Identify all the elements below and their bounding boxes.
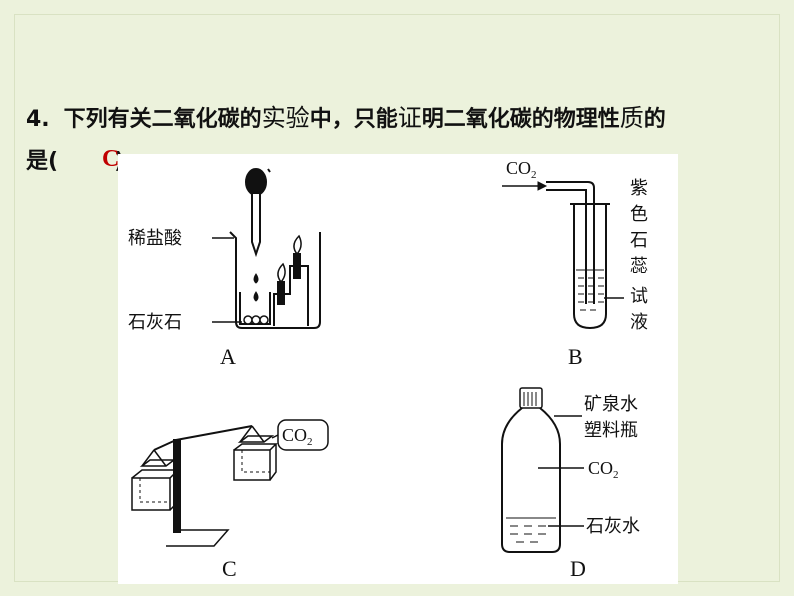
figure-b [502,181,624,330]
question-text-part: 质 [619,104,644,132]
right-box [233,449,271,481]
balance-base [166,529,230,547]
label-litmus-3: 石 [630,230,648,251]
flame-high [293,234,302,256]
bottle-cap [519,387,543,409]
answer-letter: C [102,146,120,172]
question-text-part: 实验 [261,104,310,132]
question-text-part: 下列有关二氧化碳的 [63,107,262,132]
label-co2-b: CO2 [506,158,537,181]
question-text: 4.下列有关二氧化碳的实验中，只能证明二氧化碳的物理性质的 是() [26,96,766,184]
question-text-part: 明二氧化碳的物理性 [421,107,620,132]
left-box-top [139,459,177,467]
limestone-piece [259,315,269,325]
figure-a [212,168,321,329]
caption-c: C [222,556,237,581]
litmus-liquid [576,269,604,311]
test-tube [573,204,607,330]
label-litmus-1: 紫 [630,178,648,199]
limestone-piece [243,315,253,325]
caption-a: A [220,344,236,369]
label-litmus-5: 试 [630,286,648,307]
figure-c [131,419,329,547]
balance-beam-left [153,439,177,451]
label-litmus-2: 色 [630,204,648,225]
limestone-piece [251,315,261,325]
plastic-bottle [501,407,561,553]
label-dilute-hcl: 稀盐酸 [128,228,182,249]
caption-b: B [568,344,583,369]
question-number: 4. [26,107,50,132]
label-bottle-1: 矿泉水 [584,394,638,415]
step-stand [273,265,309,326]
label-limestone: 石灰石 [128,312,182,333]
question-text-part: 证 [397,104,422,132]
question-text-part: 的 [643,107,666,132]
label-lime-water: 石灰水 [586,516,640,537]
figure-d [501,387,584,553]
label-litmus-4: 蕊 [630,256,648,277]
candle-high [293,253,301,279]
lime-water [506,517,556,543]
label-litmus-6: 液 [630,312,648,333]
figure-panel: 稀盐酸 石灰石 A CO2 紫 色 石 蕊 试 液 B [118,154,678,584]
label-bottle-2: 塑料瓶 [584,420,638,441]
label-co2-c: CO2 [282,425,313,448]
gas-arrow-head [537,181,548,191]
question-text-part: 中，只能 [309,107,398,132]
balance-post [173,439,181,533]
dropper-mark [267,168,271,173]
dropper-tube [251,194,261,258]
caption-d: D [570,556,586,581]
right-box-top [237,435,275,443]
question-line-1: 4. 下列有关二氧化碳的实验中，只能证明二氧化碳的物理性质的 [26,96,766,140]
delivery-tube [546,181,595,304]
flame-low [277,262,286,284]
balance-beam-right [175,425,253,441]
left-box [131,477,171,511]
acid-drop [253,291,259,302]
experiment-figures: 稀盐酸 石灰石 A CO2 紫 色 石 蕊 试 液 B [128,158,648,581]
acid-drop [253,273,259,284]
beaker [229,231,321,329]
candle-low [277,281,285,305]
dropper-bulb [245,168,267,196]
answer-bracket-open: 是( [26,149,59,174]
label-co2-d: CO2 [588,458,619,481]
